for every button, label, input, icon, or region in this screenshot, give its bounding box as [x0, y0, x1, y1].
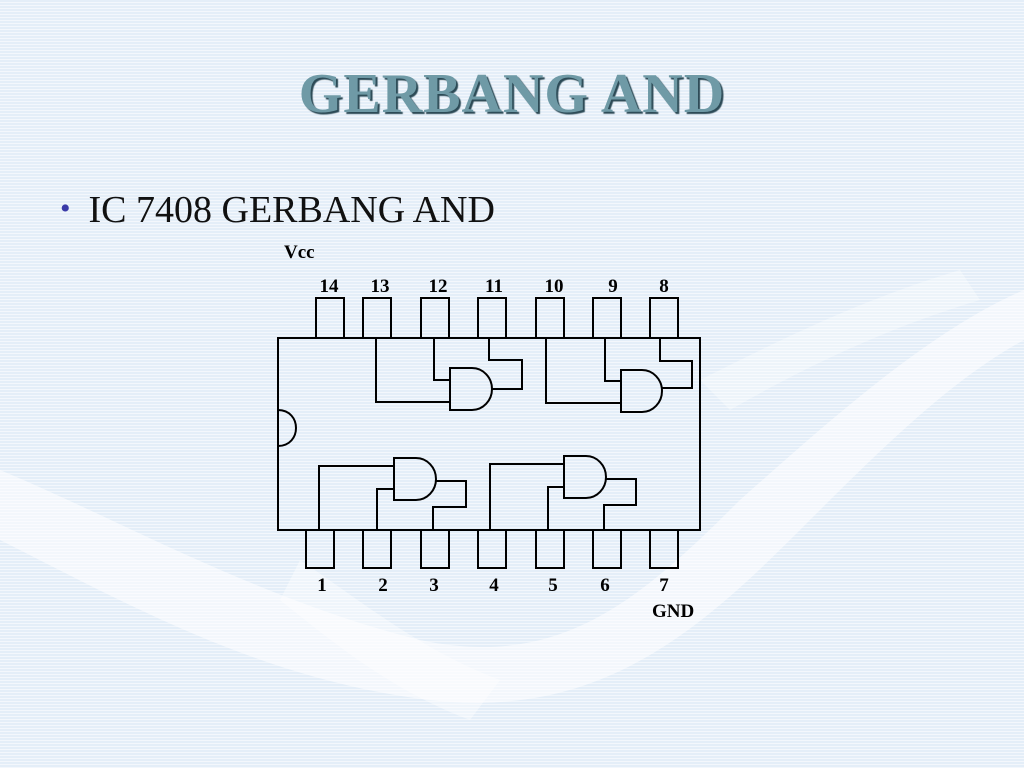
pin-label-6: 6	[600, 575, 610, 596]
wire-pin9-gate	[604, 338, 621, 382]
ic-notch	[277, 409, 297, 447]
pin-label-5: 5	[548, 575, 558, 596]
bullet-item: • IC 7408 GERBANG AND	[60, 188, 495, 232]
and-gate-top-right	[620, 369, 663, 413]
gnd-label: GND	[652, 601, 694, 622]
wire-pin1-gate	[318, 465, 394, 530]
pin-label-13: 13	[371, 276, 390, 297]
and-gate-top-left	[449, 367, 493, 411]
vcc-label: Vcc	[284, 242, 315, 263]
slide-title: GERBANG AND	[298, 63, 726, 125]
pin-1-stub	[305, 529, 335, 569]
pin-6-stub	[592, 529, 622, 569]
pin-label-14: 14	[320, 276, 340, 297]
bullet-dot-icon: •	[60, 192, 71, 225]
pin-2-stub	[362, 529, 392, 569]
pin-7-stub	[649, 529, 679, 569]
pin-9-stub	[592, 297, 622, 339]
pin-10-stub	[535, 297, 565, 339]
wire-pin4-gate	[489, 463, 564, 530]
pin-5-stub	[535, 529, 565, 569]
pin-4-stub	[477, 529, 507, 569]
and-gate-bottom-left	[393, 457, 437, 501]
pin-label-10: 10	[545, 276, 564, 297]
pin-label-12: 12	[429, 276, 448, 297]
wire-pin5-gate	[547, 486, 564, 530]
pin-label-1: 1	[317, 575, 327, 596]
pin-label-7: 7	[659, 575, 669, 596]
pin-14-stub	[315, 297, 345, 339]
wire-pin12-gate	[433, 338, 450, 381]
and-gate-bottom-right	[563, 455, 607, 499]
wire-gate-pin3	[432, 480, 467, 530]
wire-pin13-gate	[375, 338, 450, 403]
wire-pin10-gate	[545, 338, 621, 404]
bullet-text: IC 7408 GERBANG AND	[88, 189, 495, 231]
pin-label-9: 9	[608, 276, 618, 297]
wire-gate-pin8	[659, 338, 693, 389]
pin-11-stub	[477, 297, 507, 339]
pin-label-3: 3	[429, 575, 439, 596]
pin-label-4: 4	[489, 575, 499, 596]
pin-8-stub	[649, 297, 679, 339]
pin-label-2: 2	[378, 575, 388, 596]
pin-13-stub	[362, 297, 392, 339]
wire-gate-pin6	[603, 478, 637, 530]
pin-label-11: 11	[485, 276, 503, 297]
pin-12-stub	[420, 297, 450, 339]
wire-gate-pin11	[488, 338, 523, 390]
pin-3-stub	[420, 529, 450, 569]
wire-pin2-gate	[376, 488, 394, 530]
pin-label-8: 8	[659, 276, 669, 297]
